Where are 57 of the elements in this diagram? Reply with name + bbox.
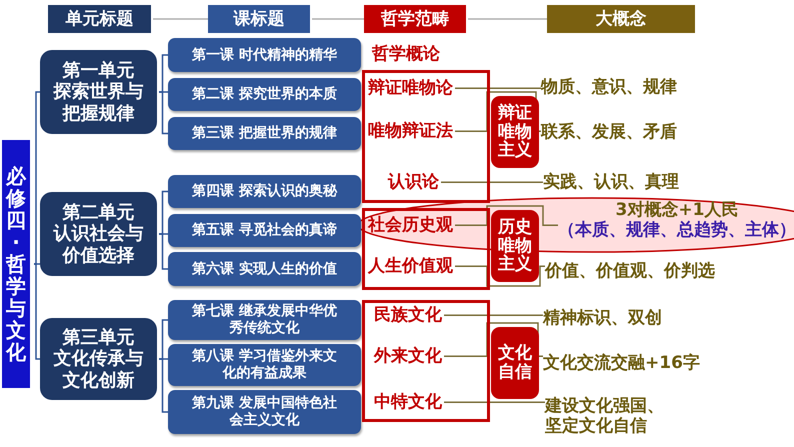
category-tag: 辩证唯物主义 <box>491 96 539 168</box>
concept-text: 价值、价值观、价判选 <box>545 261 715 282</box>
category-text: 唯物辩证法 <box>368 121 453 142</box>
connector-line <box>159 54 168 93</box>
connector-line <box>444 401 545 403</box>
concept-text: 精神标识、双创 <box>543 308 662 328</box>
title-bar: 必修四·哲学与文化 <box>0 138 32 390</box>
connector-line <box>159 358 168 413</box>
connector-line <box>159 190 168 235</box>
concept-text: 建设文化强国、坚定文化自信 <box>545 396 695 437</box>
concept-text: 实践、认识、真理 <box>543 172 679 192</box>
connector-line <box>468 18 547 20</box>
lesson-box: 第五课 寻觅社会的真谛 <box>168 214 361 247</box>
category-text: 中特文化 <box>374 392 442 412</box>
category-text: 社会历史观 <box>368 215 453 236</box>
connector-line <box>455 87 541 89</box>
header-label: 大概念 <box>547 5 695 33</box>
category-text: 人生价值观 <box>368 256 453 276</box>
connector-line <box>34 263 40 360</box>
lesson-box: 第二课 探究世界的本质 <box>168 78 361 111</box>
header-label: 课标题 <box>208 5 310 33</box>
lesson-box: 第四课 探索认识的奥秘 <box>168 175 361 208</box>
concept-text: 联系、发展、矛盾 <box>541 122 677 142</box>
lesson-box: 第八课 学习借鉴外来文化的有益成果 <box>168 344 361 386</box>
header-label: 哲学范畴 <box>364 5 466 33</box>
lesson-box: 第三课 把握世界的规律 <box>168 117 361 150</box>
connector-line <box>159 319 168 360</box>
category-frame <box>362 300 490 422</box>
connector-line <box>444 314 543 316</box>
unit-box: 第三单元文化传承与文化创新 <box>40 318 157 400</box>
lesson-box: 第九课 发展中国特色社会主义文化 <box>168 390 361 434</box>
connector-line <box>159 91 168 134</box>
category-frame <box>362 70 490 203</box>
category-text: 辩证唯物论 <box>368 78 453 98</box>
category-frame <box>362 208 490 290</box>
category-text: 外来文化 <box>374 346 442 366</box>
header-label: 单元标题 <box>48 5 151 33</box>
connector-line <box>34 91 40 265</box>
category-tag: 文化自信 <box>491 327 539 399</box>
category-text: 民族文化 <box>374 305 442 326</box>
category-text: 哲学概论 <box>372 44 440 64</box>
unit-box: 第二单元认识社会与价值选择 <box>40 192 157 276</box>
category-text: 认识论 <box>388 172 439 192</box>
lesson-box: 第一课 时代精神的精华 <box>168 38 361 72</box>
connector-line <box>441 181 543 183</box>
connector-line <box>153 18 208 20</box>
concept-text: 物质、意识、规律 <box>541 77 677 98</box>
concept-text: 3对概念+1人民 （本质、规律、总趋势、主体） <box>558 200 794 241</box>
connector-line <box>159 233 168 270</box>
connector-line <box>312 18 364 20</box>
lesson-box: 第七课 继承发展中华优秀传统文化 <box>168 300 361 340</box>
unit-box: 第一单元探索世界与把握规律 <box>40 50 157 134</box>
lesson-box: 第六课 实现人生的价值 <box>168 252 361 286</box>
connector-line <box>455 265 545 287</box>
connector-line <box>455 205 558 226</box>
category-tag: 历史唯物主义 <box>491 210 539 282</box>
concept-text: 文化交流交融+16字 <box>543 353 700 374</box>
